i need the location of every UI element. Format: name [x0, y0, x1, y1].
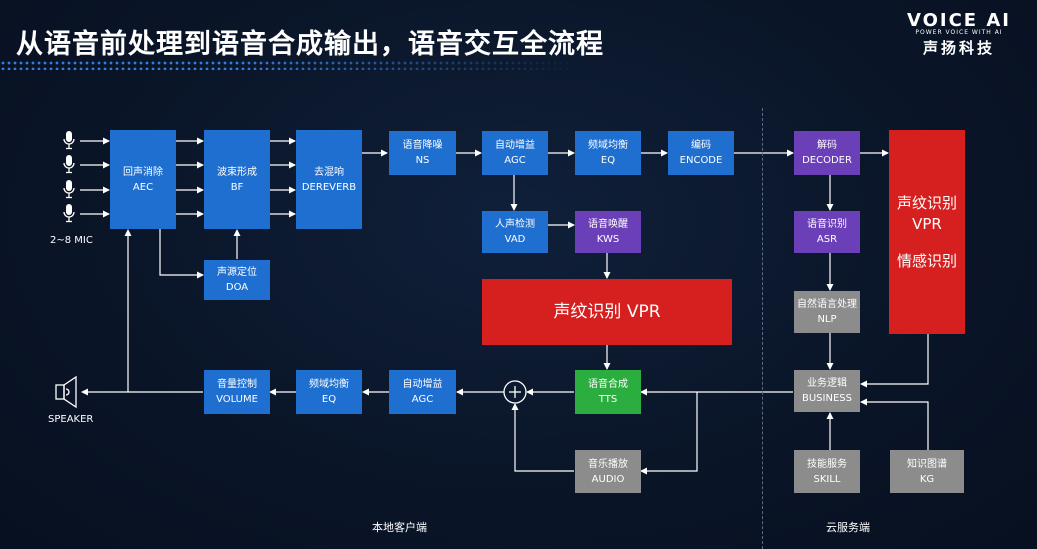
box-title-cn: 人声检测 — [495, 219, 535, 230]
box-title-cn: 业务逻辑 — [807, 378, 847, 389]
microphone-icon — [63, 204, 75, 223]
box-title-en: NLP — [817, 314, 837, 325]
volume-box: 音量控制 VOLUME — [204, 370, 270, 414]
box-title-cn: 自然语言处理 — [797, 299, 857, 310]
box-title-en: EQ — [321, 394, 337, 405]
box-title-en: KWS — [596, 234, 620, 245]
box-title-en: DECODER — [802, 155, 852, 166]
vpr-cloud-box: 声纹识别 VPR 情感识别 — [889, 130, 965, 334]
box-title: 声纹识别 VPR — [553, 301, 661, 322]
box-title-cn: 解码 — [817, 140, 837, 151]
doa-box: 声源定位 DOA — [204, 260, 270, 300]
box-title-en: AUDIO — [591, 473, 625, 485]
asr-box: 语音识别 ASR — [794, 211, 860, 253]
kws-box: 语音唤醒 KWS — [575, 211, 641, 253]
box-title-cn: 自动增益 — [495, 140, 535, 151]
bf-box: 波束形成 BF — [204, 130, 270, 229]
kg-box: 知识图谱 KG — [890, 450, 964, 493]
box-title-en: NS — [415, 155, 430, 166]
box-title-en: BF — [230, 181, 244, 193]
box-title-en: ENCODE — [679, 155, 723, 166]
agc-box: 自动增益 AGC — [482, 131, 548, 175]
skill-box: 技能服务 SKILL — [794, 450, 860, 493]
box-title-en: EQ — [600, 155, 616, 166]
box-title-en: ASR — [816, 234, 838, 245]
tts-box: 语音合成 TTS — [575, 370, 641, 414]
brand-tagline: POWER VOICE WITH AI — [915, 29, 1003, 36]
eq2-box: 频域均衡 EQ — [296, 370, 362, 414]
box-line-3: 情感识别 — [896, 251, 957, 270]
aec-box: 回声消除 AEC — [110, 130, 176, 229]
box-title-en: AEC — [132, 181, 154, 193]
box-line-2: VPR — [912, 214, 942, 233]
speaker-label: SPEAKER — [48, 414, 94, 425]
box-title-cn: 语音唤醒 — [588, 219, 628, 230]
decoder-box: 解码 DECODER — [794, 131, 860, 175]
encode-box: 编码 ENCODE — [668, 131, 734, 175]
brand-name-cn: 声扬科技 — [922, 39, 995, 57]
box-title-cn: 回声消除 — [123, 166, 163, 178]
box-line-1: 声纹识别 — [896, 193, 957, 212]
business-box: 业务逻辑 BUSINESS — [794, 370, 860, 412]
box-title-cn: 语音降噪 — [402, 140, 443, 151]
box-title-en: TTS — [598, 394, 618, 405]
box-title-en: VOLUME — [216, 394, 258, 405]
box-title-cn: 自动增益 — [402, 379, 443, 390]
speaker-icon — [55, 375, 77, 409]
box-title-cn: 频域均衡 — [588, 140, 628, 151]
ns-box: 语音降噪 NS — [389, 131, 456, 175]
box-title-en: BUSINESS — [802, 393, 852, 404]
microphone-icon — [63, 180, 75, 199]
dereverb-box: 去混响 DEREVERB — [296, 130, 362, 229]
box-title-en: SKILL — [813, 473, 841, 485]
audio-box: 音乐播放 AUDIO — [575, 450, 641, 493]
vad-box: 人声检测 VAD — [482, 211, 548, 253]
eq-box: 频域均衡 EQ — [575, 131, 641, 175]
box-title-cn: 语音识别 — [807, 219, 847, 230]
box-title-en: KG — [919, 473, 935, 485]
cloud-server-label: 云服务端 — [826, 521, 870, 534]
vpr-local-box: 声纹识别 VPR — [482, 279, 732, 345]
brand-name: VOICE AI — [906, 10, 1011, 31]
box-title-en: AGC — [411, 394, 434, 405]
box-title-cn: 技能服务 — [807, 458, 847, 470]
dotted-decoration — [0, 60, 590, 70]
agc2-box: 自动增益 AGC — [389, 370, 456, 414]
box-title-cn: 音乐播放 — [588, 458, 628, 470]
local-cloud-divider — [762, 108, 763, 549]
box-title-cn: 知识图谱 — [907, 458, 947, 470]
local-client-label: 本地客户端 — [372, 521, 427, 534]
box-title-en: DOA — [225, 282, 249, 293]
box-title-cn: 编码 — [691, 140, 711, 151]
plus-junction-icon — [503, 380, 527, 404]
box-title-cn: 音量控制 — [217, 379, 257, 390]
nlp-box: 自然语言处理 NLP — [794, 291, 860, 333]
box-title-cn: 去混响 — [314, 166, 344, 178]
brand-logo: VOICE AI POWER VOICE WITH AI 声扬科技 — [907, 10, 1011, 58]
box-title-en: DEREVERB — [301, 181, 357, 193]
microphone-icon — [63, 155, 75, 174]
box-title-en: AGC — [504, 155, 526, 166]
box-title-cn: 波束形成 — [217, 166, 257, 178]
microphone-icon — [63, 131, 75, 150]
box-title-cn: 频域均衡 — [309, 379, 349, 390]
page-title: 从语音前处理到语音合成输出，语音交互全流程 — [16, 29, 604, 60]
box-title-cn: 语音合成 — [588, 379, 628, 390]
box-title-en: VAD — [504, 234, 526, 245]
mic-label: 2~8 MIC — [50, 235, 93, 246]
box-title-cn: 声源定位 — [217, 267, 257, 278]
